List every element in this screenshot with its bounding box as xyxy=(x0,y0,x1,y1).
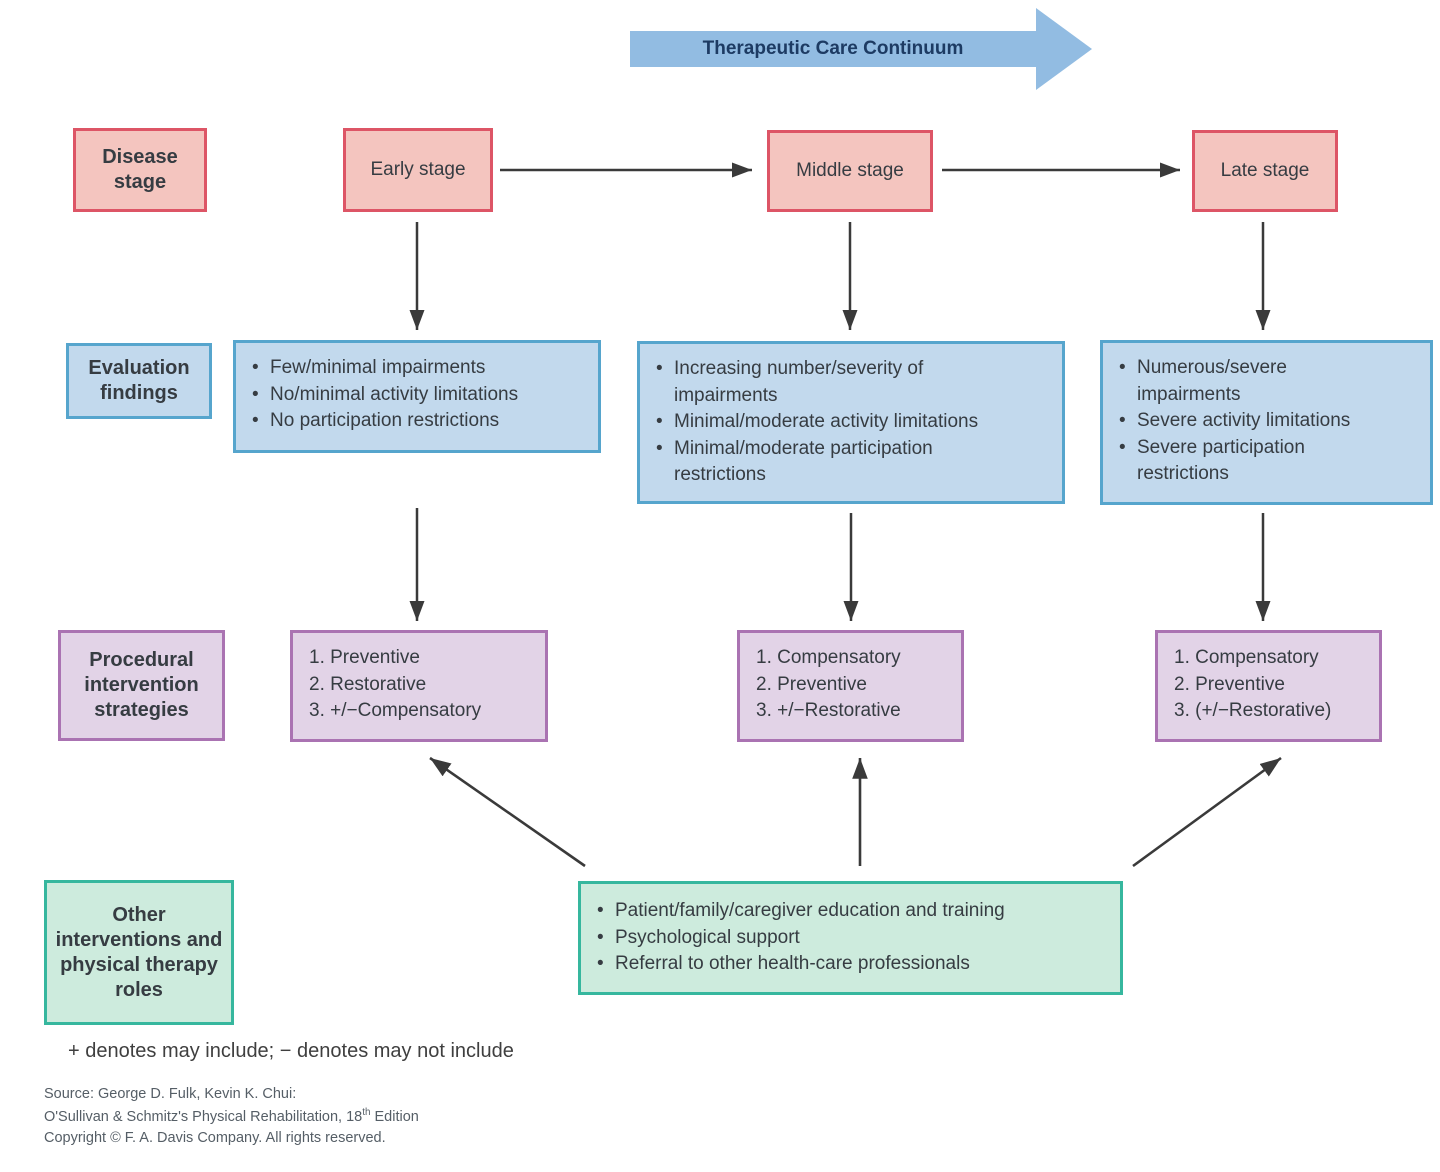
list-item: •Few/minimal impairments xyxy=(252,355,582,382)
source-line-authors: Source: George D. Fulk, Kevin K. Chui: xyxy=(44,1086,297,1102)
bullet-icon: • xyxy=(252,383,259,405)
list-item: •Severe activity limitations xyxy=(1119,408,1388,435)
bullet-icon: • xyxy=(656,437,663,459)
list-item: •No/minimal activity limitations xyxy=(252,382,582,409)
list-item: 3. +/−Compensatory xyxy=(309,700,482,722)
list-item: •Numerous/severe impairments xyxy=(1119,355,1388,408)
source-line-book: O'Sullivan & Schmitz's Physical Rehabili… xyxy=(44,1106,419,1125)
list-item: 2. Restorative xyxy=(309,673,427,695)
list-item: 1. Compensatory xyxy=(756,647,901,668)
other-interventions-box: •Patient/family/caregiver education and … xyxy=(578,881,1123,995)
bullet-icon: • xyxy=(656,358,663,379)
list-item: 2. Preventive xyxy=(756,673,867,695)
row-label-other-interventions: Other interventions and physical therapy… xyxy=(44,880,234,1025)
bullet-icon: • xyxy=(597,926,604,948)
strategies-box-early: 1. Preventive 2. Restorative 3. +/−Compe… xyxy=(290,630,548,742)
strategies-box-middle: 1. Compensatory 2. Preventive 3. +/−Rest… xyxy=(737,630,964,742)
findings-box-middle: •Increasing number/severity of impairmen… xyxy=(637,341,1065,504)
list-item: •Referral to other health-care professio… xyxy=(597,951,1104,978)
bullet-icon: • xyxy=(597,900,604,921)
bullet-icon: • xyxy=(656,411,663,433)
bullet-icon: • xyxy=(1119,410,1126,432)
list-item: •Increasing number/severity of impairmen… xyxy=(656,356,1014,409)
row-label-procedural-strategies: Procedural intervention strategies xyxy=(58,630,225,741)
stage-box-middle: Middle stage xyxy=(767,130,933,212)
stage-box-early: Early stage xyxy=(343,128,493,212)
continuum-arrow: Therapeutic Care Continuum xyxy=(630,31,1036,67)
list-item: •Patient/family/caregiver education and … xyxy=(597,898,1104,925)
source-line-copyright: Copyright © F. A. Davis Company. All rig… xyxy=(44,1130,386,1147)
edition-superscript: th xyxy=(362,1106,371,1118)
list-item: 3. +/−Restorative xyxy=(756,700,901,722)
bullet-icon: • xyxy=(252,357,259,378)
findings-box-late: •Numerous/severe impairments •Severe act… xyxy=(1100,340,1433,505)
diagram-title: Therapeutic Care Continuum xyxy=(702,38,964,59)
plus-minus-legend: + denotes may include; − denotes may not… xyxy=(68,1040,514,1062)
list-item: •Minimal/moderate participation restrict… xyxy=(656,436,1014,489)
list-item: •Psychological support xyxy=(597,925,1104,952)
bullet-icon: • xyxy=(597,953,604,975)
list-item: •Minimal/moderate activity limitations xyxy=(656,409,1014,436)
list-item: •No participation restrictions xyxy=(252,408,582,435)
bullet-icon: • xyxy=(1119,436,1126,458)
row-label-evaluation-findings: Evaluation findings xyxy=(66,343,212,419)
list-item: 2. Preventive xyxy=(1174,673,1285,695)
list-item: 3. (+/−Restorative) xyxy=(1174,700,1332,722)
source-citation: Source: George D. Fulk, Kevin K. Chui: O… xyxy=(44,1084,419,1150)
list-item: •Severe participation restrictions xyxy=(1119,435,1388,488)
bullet-icon: • xyxy=(252,410,259,432)
list-item: 1. Preventive xyxy=(309,647,420,668)
stage-box-late: Late stage xyxy=(1192,130,1338,212)
continuum-arrowhead-icon xyxy=(1036,8,1092,90)
arrow-other-to-late-strategies xyxy=(1132,756,1282,868)
arrow-other-to-early-strategies xyxy=(429,756,586,868)
findings-box-early: •Few/minimal impairments •No/minimal act… xyxy=(233,340,601,453)
list-item: 1. Compensatory xyxy=(1174,647,1319,668)
row-label-disease-stage: Disease stage xyxy=(73,128,207,212)
strategies-box-late: 1. Compensatory 2. Preventive 3. (+/−Res… xyxy=(1155,630,1382,742)
bullet-icon: • xyxy=(1119,357,1126,378)
